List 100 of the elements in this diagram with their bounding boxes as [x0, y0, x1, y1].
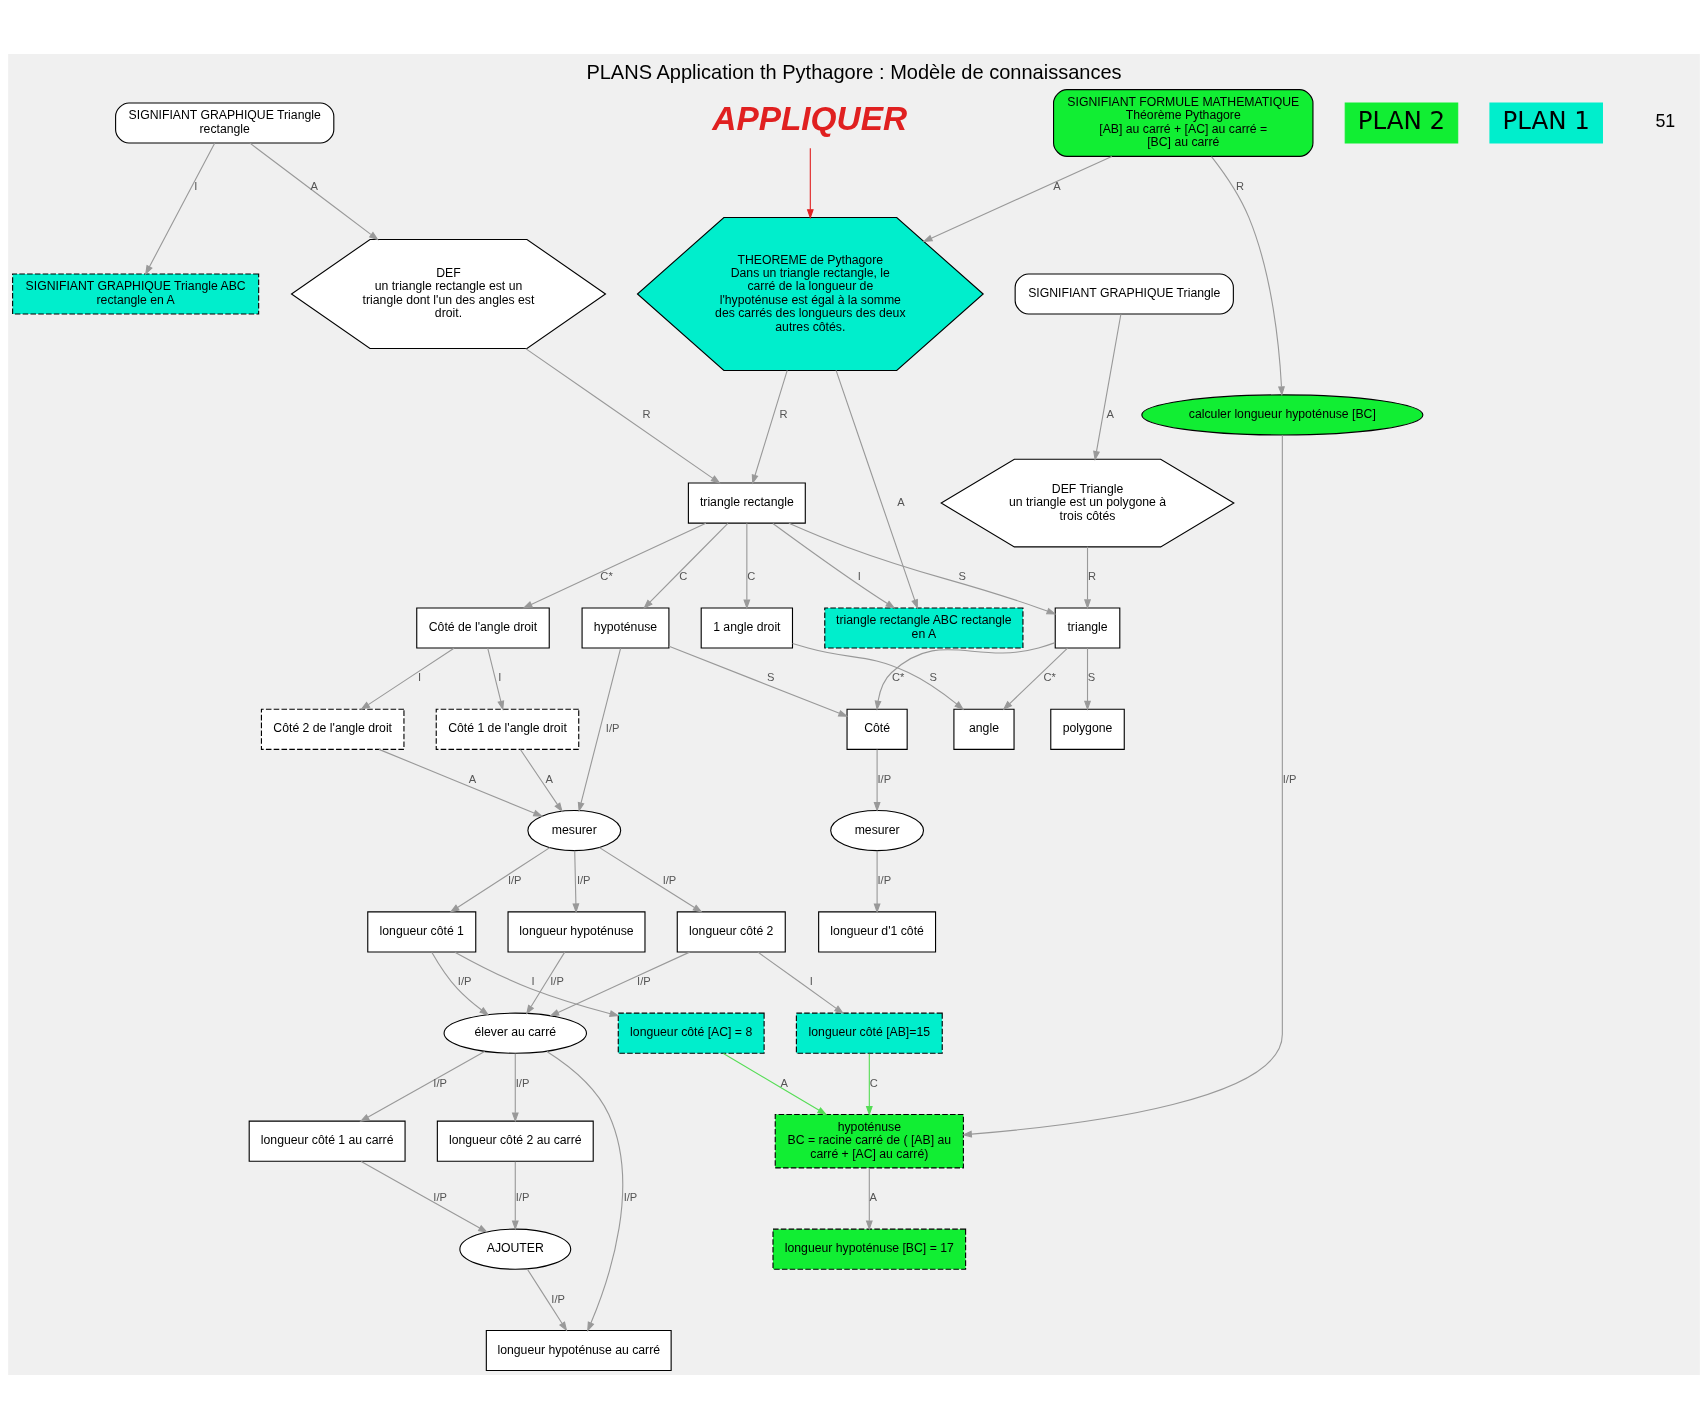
node-box: hypoténuse BC = racine carré de ( [AB] au carré + [AC] au carré) [774, 1113, 964, 1168]
edge-label: C* [892, 670, 905, 683]
edge-label: C* [1043, 670, 1056, 683]
edge-label: I [194, 179, 198, 192]
arrow [743, 522, 751, 609]
node-box: longueur côté 1 [367, 910, 477, 952]
arrow [865, 1167, 873, 1231]
arrow [772, 522, 896, 609]
node-box: SIGNIFIANT GRAPHIQUE Triangle [1014, 272, 1234, 315]
arrow [874, 641, 1056, 711]
arrow [577, 647, 622, 812]
edge-label: S [767, 670, 775, 683]
node-box: SIGNIFIANT GRAPHIQUE Triangle ABC rectangle en A [12, 272, 260, 315]
arrow [249, 142, 379, 240]
node-box: triangle rectangle ABC rectangle en A [824, 606, 1024, 649]
edge-label: I [498, 670, 502, 683]
arrow [1093, 313, 1122, 461]
arrow [757, 951, 845, 1014]
arrow [511, 1052, 519, 1122]
arrow [360, 1160, 489, 1233]
edge-label: I/P [507, 873, 522, 886]
arrow [1084, 545, 1092, 609]
edge-label: A [1053, 179, 1061, 192]
arrow [519, 748, 563, 812]
edge-label: I/P [1282, 772, 1297, 785]
node-text: APPLIQUER [712, 99, 908, 137]
edge-label: C [747, 569, 756, 582]
node-box: triangle rectangle [687, 481, 806, 524]
edge-label: R [1087, 569, 1096, 582]
node-box: longueur hypoténuse au carré [485, 1329, 672, 1371]
arrow [525, 951, 566, 1015]
edge-label: I [531, 974, 535, 987]
edge-label: I/P [605, 721, 620, 734]
node-box: Côté 1 de l'angle droit [435, 708, 580, 750]
edge-label: R [1236, 179, 1245, 192]
edge-label: I/P [637, 974, 651, 987]
arrow [922, 155, 1113, 242]
arrow [145, 142, 216, 275]
node-box: SIGNIFIANT GRAPHIQUE Triangle rectangle [115, 101, 335, 144]
node-box: Côté [846, 708, 908, 750]
edge-label: I/P [515, 1076, 530, 1089]
edge-label: I/P [433, 1190, 447, 1203]
node-box: Côté de l'angle droit [416, 606, 550, 649]
edge-label: I/P [551, 1292, 565, 1305]
node-box: 1 angle droit [700, 606, 794, 649]
arrow [360, 647, 455, 710]
arrow [546, 1050, 624, 1332]
arrow [449, 846, 551, 913]
node-box: longueur d'1 côté [818, 910, 937, 952]
node-box: SIGNIFIANT FORMULE MATHEMATIQUE Théorème Pythagore [AB] au carré + [AC] au carré = [BC] au carré [1053, 88, 1314, 157]
arrow [788, 522, 1057, 615]
edge-label: C [869, 1076, 878, 1089]
arrow [865, 1052, 873, 1116]
node-box: Côté 2 de l'angle droit [260, 708, 405, 750]
arrow [1084, 647, 1092, 711]
node-box: longueur côté [AC] = 8 [617, 1012, 765, 1054]
edge-label: S [1087, 670, 1096, 683]
edge-label: C [679, 569, 688, 582]
arrow [525, 347, 721, 484]
arrow [722, 1052, 828, 1115]
node-box: longueur côté 2 [676, 910, 786, 952]
arrow [1210, 155, 1285, 396]
edge-label: S [929, 670, 938, 683]
edge-label: I [417, 670, 422, 683]
edge-label: I/P [515, 1190, 530, 1203]
edge-label: A [897, 495, 905, 508]
edge-label: I/P [457, 974, 472, 987]
edge-label: I/P [576, 873, 591, 886]
edge-label: S [958, 569, 966, 582]
edge-label: I/P [877, 873, 892, 886]
node-ellipse: mesurer [830, 809, 925, 851]
edge-label: A [1106, 407, 1115, 420]
node-box: hypoténuse [581, 606, 670, 649]
edge-label: I/P [623, 1190, 638, 1203]
node-ellipse: AJOUTER [459, 1228, 572, 1270]
edge-label: R [642, 407, 651, 420]
node-box: longueur hypoténuse [507, 910, 646, 952]
arrow [643, 522, 729, 609]
node-box: PLAN 2 [1344, 101, 1459, 144]
node-ellipse: élever au carré [443, 1012, 588, 1054]
arrow [751, 369, 788, 485]
edge-label: I [857, 569, 861, 582]
arrow [487, 647, 505, 711]
arrow [511, 1160, 519, 1230]
arrow [961, 434, 1283, 1138]
edge-label: I/P [662, 873, 677, 886]
arrow [792, 642, 965, 710]
label: 51 [1655, 110, 1676, 131]
arrow [806, 147, 814, 219]
arrow [668, 645, 849, 717]
arrow [873, 849, 881, 913]
edge-label: A [869, 1190, 877, 1203]
arrow [526, 1267, 568, 1332]
arrow [835, 369, 918, 609]
arrow [522, 522, 707, 608]
arrow [572, 849, 580, 913]
arrow [454, 951, 620, 1017]
edge-label: A [780, 1076, 788, 1089]
node-box: longueur hypoténuse [BC] = 17 [772, 1228, 967, 1270]
node-box: longueur côté 1 au carré [248, 1120, 406, 1162]
